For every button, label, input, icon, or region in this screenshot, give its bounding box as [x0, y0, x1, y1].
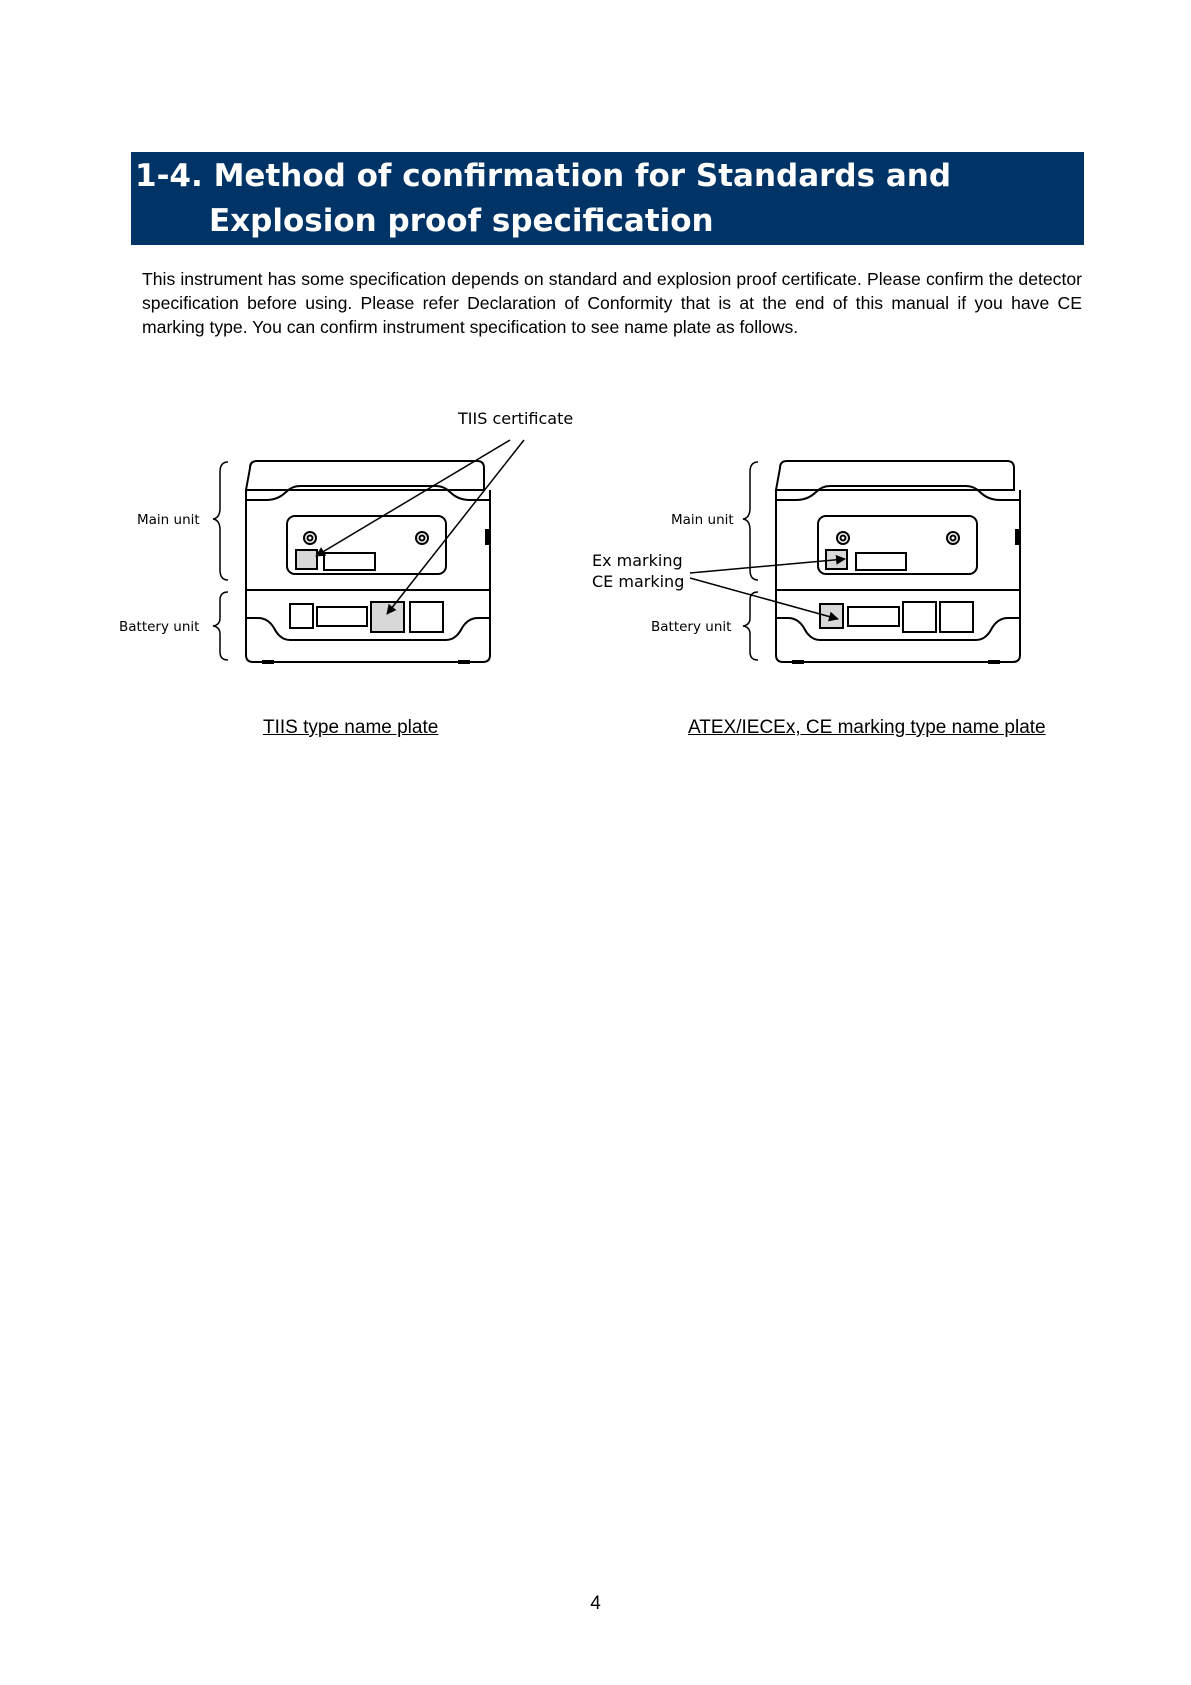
tiis-certificate-callout: TIIS certificate [457, 409, 573, 428]
right-main-unit-label: Main unit [671, 512, 734, 528]
atex-name-plate-caption: ATEX/IECEx, CE marking type name plate [688, 717, 1046, 738]
intro-paragraph: This instrument has some specification d… [142, 269, 1082, 337]
left-battery-unit-label: Battery unit [119, 619, 199, 635]
right-instrument-drawing [774, 460, 1021, 664]
tiis-name-plate-caption: TIIS type name plate [263, 717, 439, 738]
page-number: 4 [590, 1593, 601, 1614]
left-instrument-drawing [244, 460, 491, 664]
section-heading-line1: 1-4. Method of confirmation for Standard… [135, 158, 952, 194]
right-battery-unit-label: Battery unit [651, 619, 731, 635]
tiis-callout-arrows [315, 439, 525, 615]
ce-marking-callout: CE marking [592, 572, 684, 591]
ex-ce-callout-arrows [689, 554, 846, 622]
left-main-brace [212, 461, 229, 581]
section-heading-line2: Explosion proof specification [209, 203, 714, 239]
right-main-brace [742, 461, 759, 581]
ex-marking-callout: Ex marking [592, 551, 683, 570]
section-heading: 1-4. Method of confirmation for Standard… [131, 152, 1084, 245]
right-battery-brace [742, 591, 759, 661]
left-battery-brace [212, 591, 229, 661]
left-main-unit-label: Main unit [137, 512, 200, 528]
